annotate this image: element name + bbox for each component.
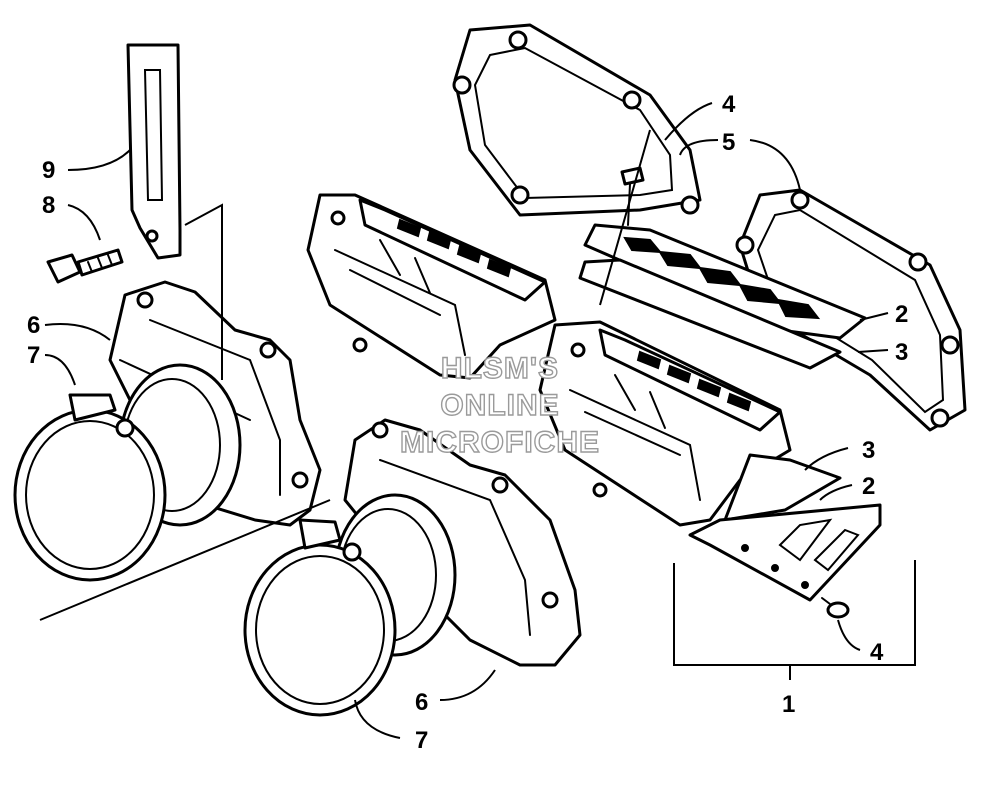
watermark-line-3: MICROFICHE [400, 426, 600, 459]
gasket-upper [452, 23, 702, 217]
callout-numbers: 9 8 6 7 4 5 2 3 3 2 4 1 6 7 [27, 91, 908, 754]
callout-6-upper: 6 [27, 312, 40, 339]
callout-9: 9 [42, 157, 55, 184]
reed-petals-lower [688, 453, 882, 602]
callout-3-upper: 3 [895, 339, 908, 366]
reed-block-lower [538, 320, 792, 527]
reed-block-upper [306, 193, 557, 380]
callout-8: 8 [42, 192, 55, 219]
callout-7-lower: 7 [415, 727, 428, 754]
watermark: HLSM'S ONLINE MICROFICHE [399, 351, 600, 459]
callout-2-lower: 2 [862, 473, 875, 500]
watermark-line-1: HLSM'S [441, 352, 559, 385]
assembly-lines [39, 129, 916, 680]
reed-petals-upper [578, 223, 867, 370]
callout-1: 1 [782, 691, 795, 718]
gasket-lower [735, 188, 967, 432]
bolt [46, 248, 124, 284]
callout-3-lower: 3 [862, 437, 875, 464]
screw-lower [821, 597, 850, 619]
callout-leaders [44, 102, 889, 739]
callout-2-upper: 2 [895, 301, 908, 328]
callout-6-lower: 6 [415, 689, 428, 716]
callout-4-lower: 4 [870, 639, 884, 666]
watermark-line-2: ONLINE [440, 389, 559, 422]
callout-7-upper: 7 [27, 342, 40, 369]
callout-4-upper: 4 [722, 91, 736, 118]
callout-5: 5 [722, 129, 735, 156]
clamp-upper [13, 393, 167, 582]
bracket-strap [126, 43, 182, 260]
clamp-lower [243, 518, 397, 717]
